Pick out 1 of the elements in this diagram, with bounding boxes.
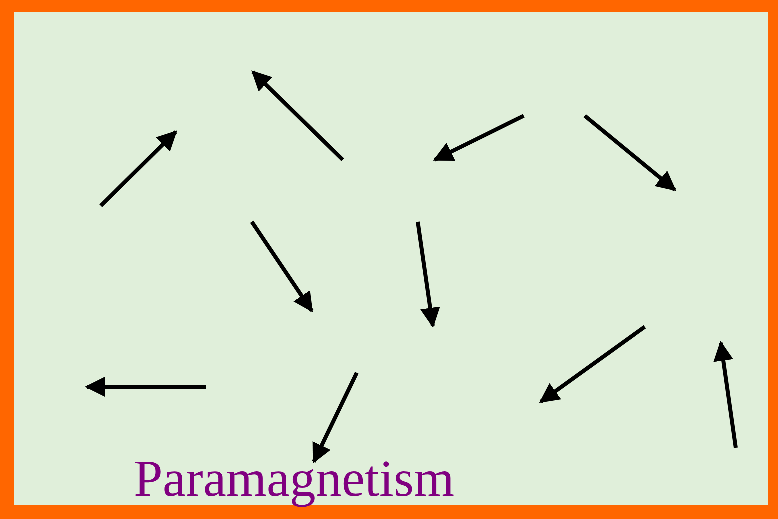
diagram-title: Paramagnetism: [134, 450, 455, 510]
